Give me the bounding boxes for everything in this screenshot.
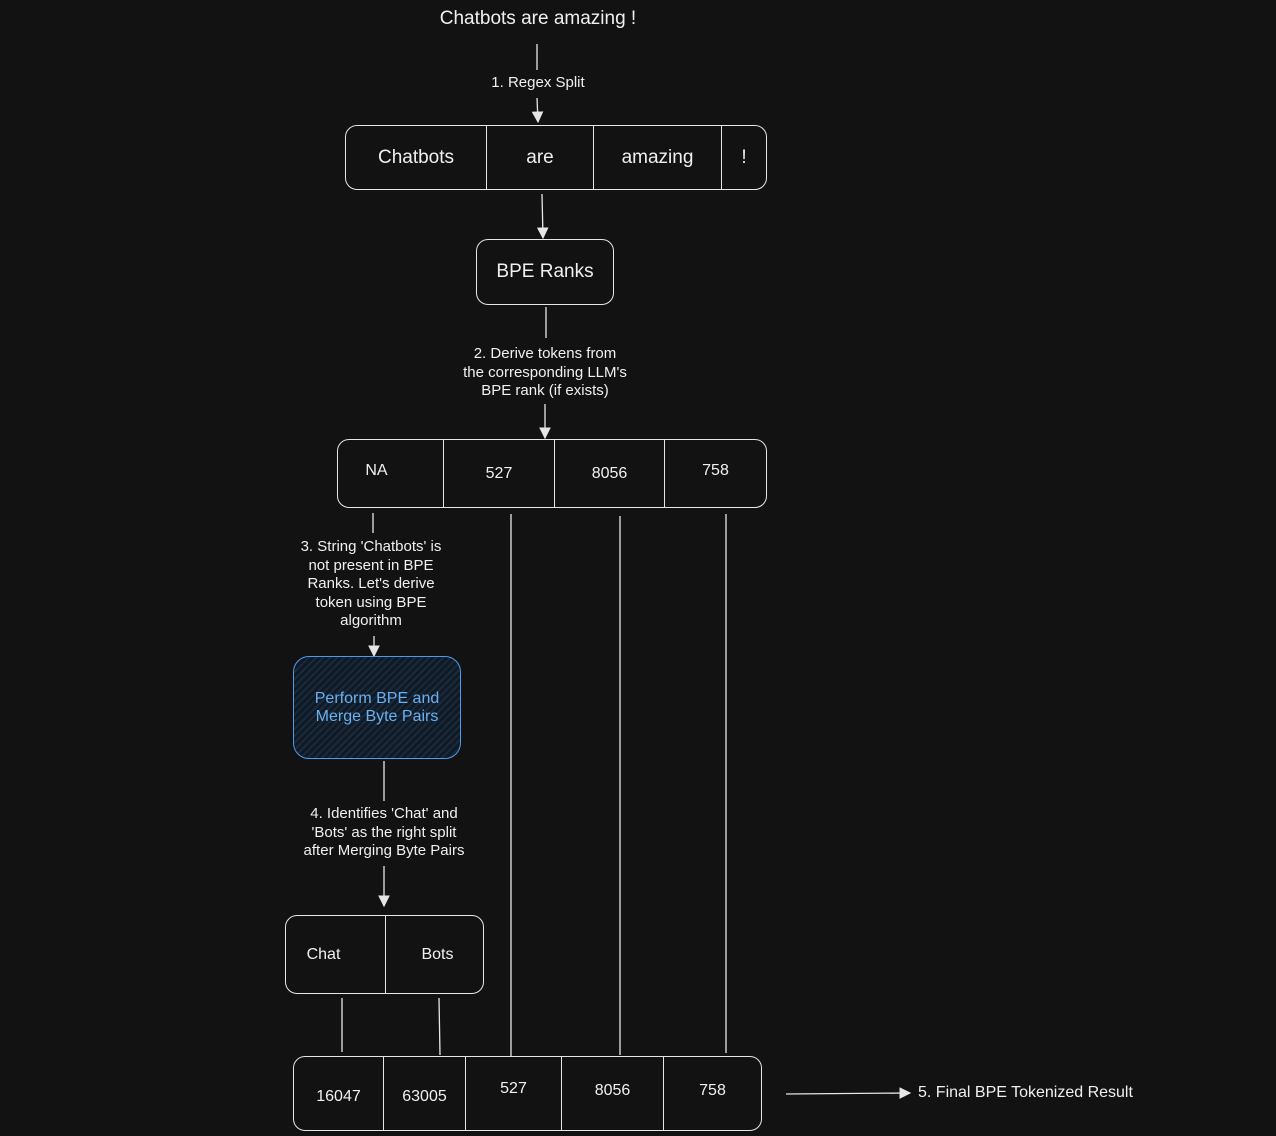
bpe-ranks-label: BPE Ranks <box>496 261 594 282</box>
arrow-na-to-bpe-process <box>373 513 374 656</box>
final-token-758: 758 <box>699 1081 726 1099</box>
step-3-line-5: algorithm <box>340 612 402 629</box>
step-2-line-2: the corresponding LLM's <box>463 363 627 381</box>
rank-tokens-box: NA 527 8056 758 <box>337 439 767 508</box>
bpe-ranks-box: BPE Ranks <box>476 239 614 305</box>
bpe-process-line-2: Merge Byte Pairs <box>315 707 439 725</box>
input-sentence: Chatbots are amazing ! <box>439 8 637 29</box>
rank-token-758: 758 <box>702 462 729 479</box>
split-word-exclamation: ! <box>741 146 747 168</box>
step-5-label: 5. Final BPE Tokenized Result <box>918 1084 1133 1101</box>
arrow-bpe-ranks-to-tokens <box>545 307 546 438</box>
step-4-line-2: 'Bots' as the right split <box>311 823 457 841</box>
final-token-527: 527 <box>466 1057 562 1130</box>
sub-word-chat: Chat <box>286 916 386 993</box>
arrow-split-to-bpe-ranks <box>536 193 549 240</box>
rank-token-527: 527 <box>444 440 555 507</box>
final-token-8056: 8056 <box>562 1057 664 1130</box>
step-2-line-3: BPE rank (if exists) <box>481 382 609 399</box>
step-3-line-2: not present in BPE <box>308 556 434 574</box>
split-word-amazing: amazing <box>594 126 722 189</box>
rank-token-8056: 8056 <box>555 440 665 507</box>
split-word-chatbots: Chatbots <box>346 126 487 189</box>
step-2-label: 2. Derive tokens from the corresponding … <box>445 345 645 401</box>
step-2-line-1: 2. Derive tokens from <box>473 345 617 362</box>
arrow-title-to-split <box>537 44 538 122</box>
final-token-16047: 16047 <box>294 1057 384 1130</box>
rank-token-na: NA <box>338 440 444 507</box>
sub-word-bots: Bots <box>421 945 454 963</box>
final-tokens-box: 16047 63005 527 8056 758 <box>293 1056 762 1131</box>
step-4-line-1: 4. Identifies 'Chat' and <box>310 805 458 822</box>
sub-words-box: Chat Bots <box>285 915 484 994</box>
split-words-box: Chatbots are amazing ! <box>345 125 767 190</box>
step-3-line-4: token using BPE <box>315 593 427 611</box>
step-3-line-3: Ranks. Let's derive <box>307 575 435 592</box>
arrow-final-to-result-label <box>785 1087 912 1099</box>
final-token-63005: 63005 <box>384 1057 466 1130</box>
split-word-are: are <box>487 126 594 189</box>
step-1-label: 1. Regex Split <box>478 74 598 93</box>
step-3-label: 3. String 'Chatbots' is not present in B… <box>281 538 461 631</box>
step-4-line-3: after Merging Byte Pairs <box>303 842 465 859</box>
bpe-process-box: Perform BPE and Merge Byte Pairs <box>293 656 461 759</box>
step-3-line-1: 3. String 'Chatbots' is <box>300 538 442 555</box>
step-4-label: 4. Identifies 'Chat' and 'Bots' as the r… <box>284 805 484 861</box>
line-bots-to-final <box>438 997 441 1056</box>
bpe-process-line-1: Perform BPE and <box>314 689 440 707</box>
